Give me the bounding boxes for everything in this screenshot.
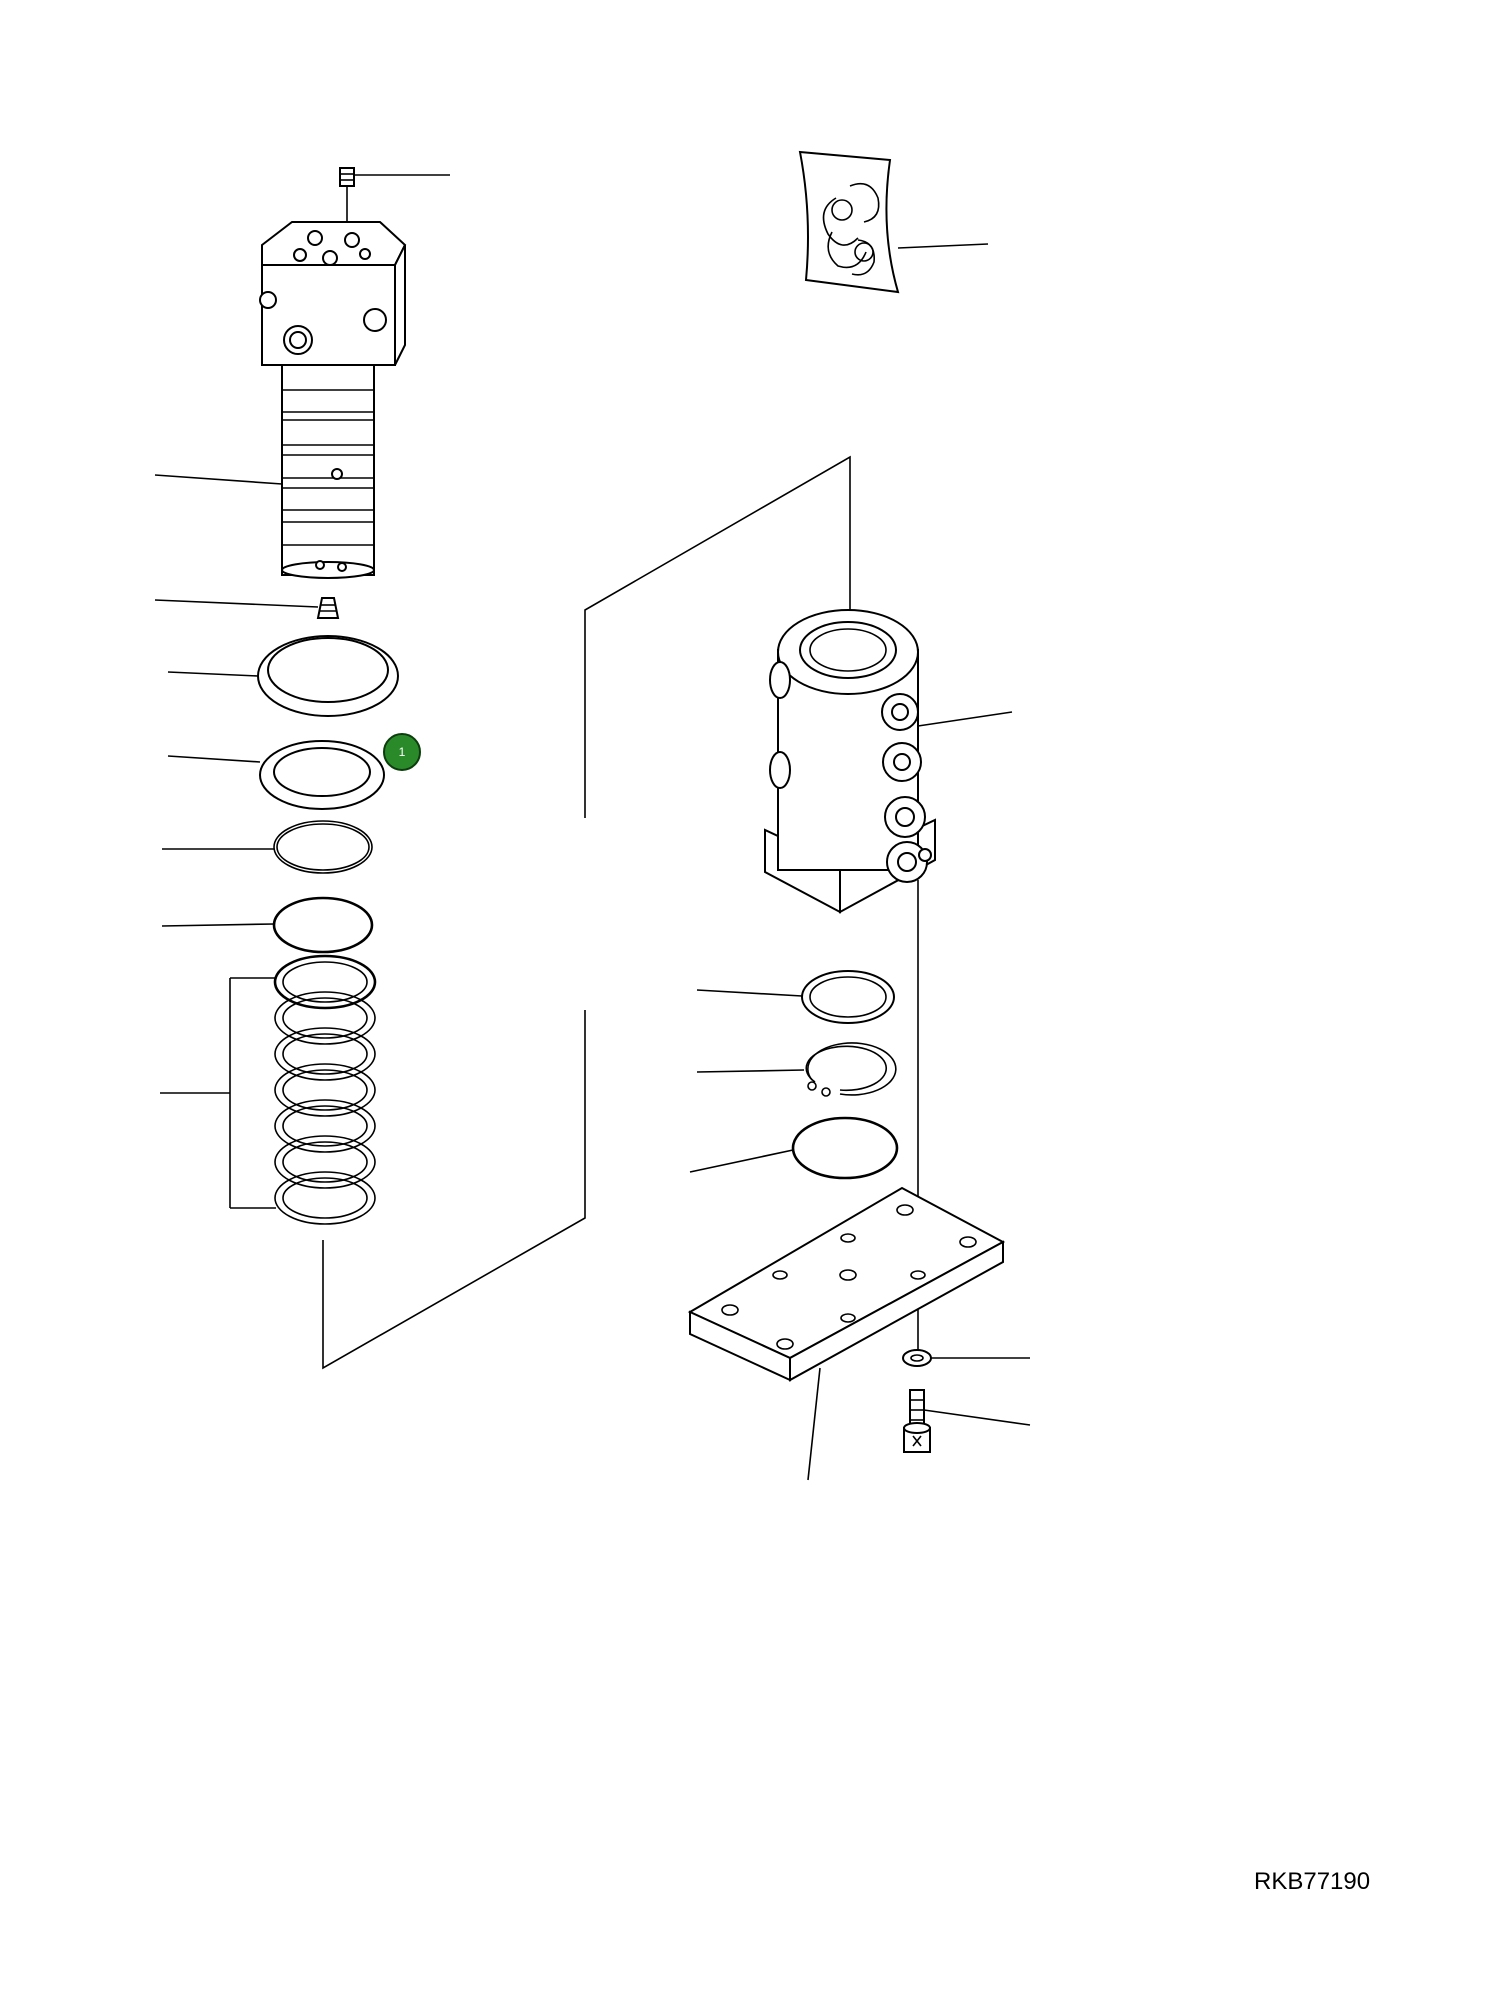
leader-line: [897, 243, 989, 249]
spool-body: [281, 364, 375, 579]
washer-ring: [259, 740, 385, 810]
leader-line: [917, 711, 1013, 727]
seal-ring-stack: [273, 954, 377, 1225]
assembly-path-line: [322, 455, 851, 1370]
plug-screw-top: [339, 167, 355, 232]
valve-head: [259, 221, 407, 366]
bracket-leader: [160, 977, 276, 1209]
backup-ring-right: [801, 970, 895, 1024]
leader-line: [807, 1367, 821, 1481]
o-ring-right: [791, 1116, 899, 1180]
valve-housing: [764, 609, 936, 914]
leader-line: [154, 599, 319, 608]
leader-line: [167, 755, 261, 763]
o-ring-lower: [272, 896, 374, 954]
leader-line: [154, 474, 283, 485]
leader-line: [696, 1069, 805, 1073]
leader-line: [167, 671, 259, 677]
seal-kit-bag: [798, 150, 900, 294]
mounting-plate: [687, 1186, 1006, 1382]
drawing-code-label: RKB77190: [1254, 1868, 1371, 1895]
leader-line: [689, 1149, 794, 1173]
backup-ring-large: [257, 635, 399, 717]
leader-line: [161, 923, 275, 927]
leader-line: [696, 989, 803, 997]
o-ring-upper: [273, 820, 373, 874]
callout-marker-1[interactable]: 1: [383, 733, 421, 771]
socket-bolt: [903, 1389, 931, 1453]
snap-ring: [805, 1042, 897, 1097]
leader-line: [923, 1409, 1031, 1426]
washer-small: [902, 1349, 932, 1367]
plug-screw-bottom: [316, 597, 340, 619]
